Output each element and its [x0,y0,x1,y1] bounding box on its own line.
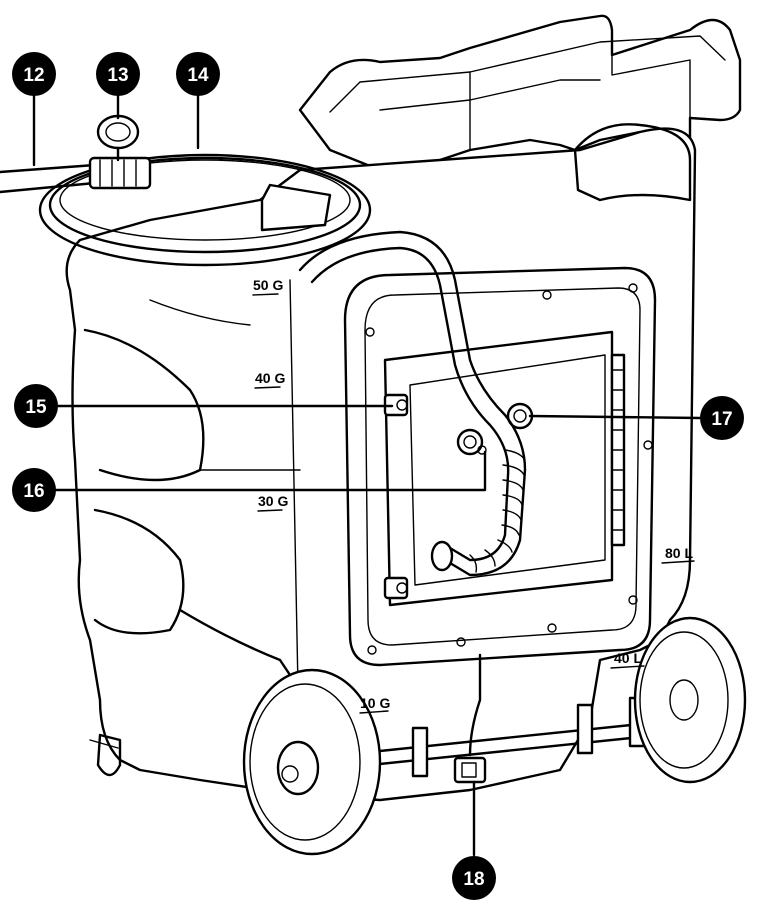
wheel-left [242,668,382,856]
callout-16-label: 16 [23,481,44,502]
callout-18: 18 [452,856,496,900]
callout-15-label: 15 [25,397,47,418]
panel-latch-bottom [383,576,409,600]
shutoff-valve [88,114,152,190]
callout-17-label: 17 [711,409,732,430]
gauge-40l: 40 L [614,650,642,666]
callout-17: 17 [700,396,744,440]
gauge-marks: 50 G 40 G 30 G 10 G 80 L 40 L [252,277,695,714]
gauge-40g: 40 G [255,370,285,386]
callout-14: 14 [176,52,220,96]
callout-13-label: 13 [107,65,128,86]
wheel-right [633,616,747,784]
gauge-30g: 30 G [258,493,288,509]
gauge-10g: 10 G [360,695,390,711]
inlet-hose [0,163,97,194]
callout-12: 12 [12,52,56,96]
quick-connect-fitting [456,428,487,456]
outlet-hose [298,230,527,577]
callout-16: 16 [12,468,56,512]
gauge-80l: 80 L [665,545,693,561]
leader-lines [32,92,702,857]
callout-12-label: 12 [23,65,44,86]
rear-panel [343,266,657,667]
hose-coil [38,153,372,267]
drain-valve [453,756,487,784]
caster-left [89,733,122,777]
callout-14-label: 14 [187,65,209,86]
callout-18-label: 18 [463,869,484,890]
callout-13: 13 [96,52,140,96]
callout-15: 15 [14,384,58,428]
gauge-50g: 50 G [253,277,283,293]
